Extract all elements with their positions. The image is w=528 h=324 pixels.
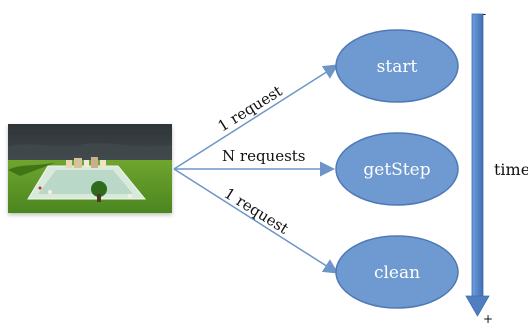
- node-clean-label: clean: [374, 263, 420, 283]
- node-getstep: getStep: [335, 132, 459, 206]
- time-axis: - + time: [465, 7, 528, 324]
- arrow-to-clean: [173, 168, 339, 274]
- edge-label-top: 1 request: [215, 82, 286, 136]
- scene-buildings: [66, 157, 106, 168]
- edge-label-middle: N requests: [222, 147, 306, 165]
- node-getstep-label: getStep: [363, 160, 430, 180]
- time-axis-arrowhead: [465, 295, 490, 317]
- time-axis-label: time: [494, 160, 528, 179]
- node-clean: clean: [335, 235, 459, 309]
- arrow-to-start: [173, 64, 339, 170]
- node-start-label: start: [377, 57, 418, 77]
- tree-icon: [91, 181, 107, 197]
- edge-label-bottom: 1 request: [221, 184, 292, 238]
- node-start: start: [335, 29, 459, 103]
- time-axis-start-sign: -: [482, 7, 486, 21]
- request-arrows: [173, 64, 339, 274]
- time-axis-end-sign: +: [483, 312, 493, 324]
- game-environment-screenshot: [8, 124, 172, 213]
